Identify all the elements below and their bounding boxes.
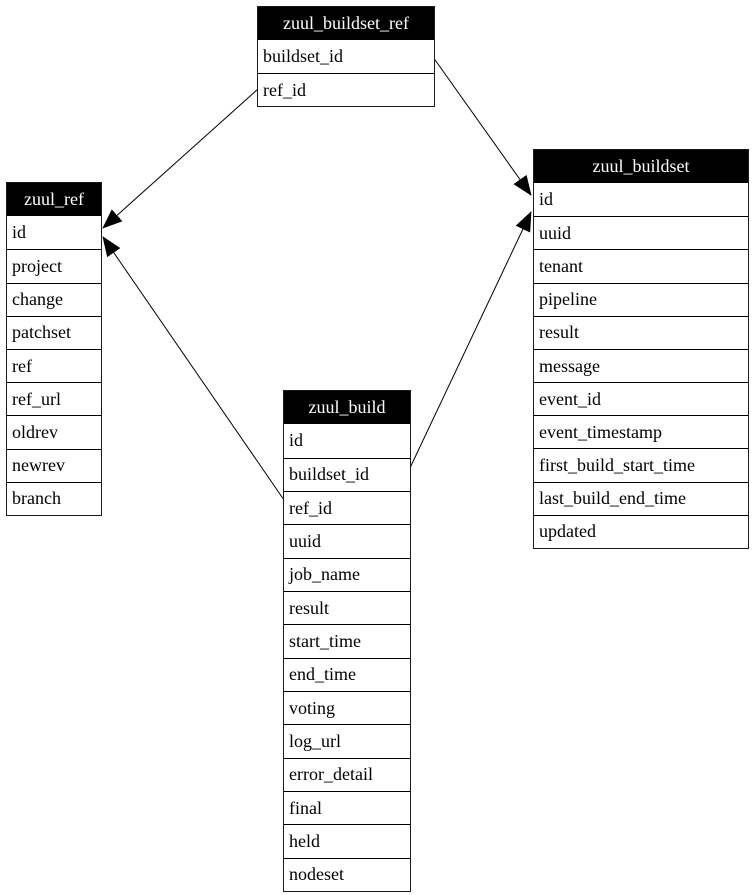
edge-build-to-buildset-arrow (408, 211, 532, 471)
table-row: newrev (7, 448, 101, 482)
table-row: result (534, 315, 748, 349)
table-row: result (284, 590, 410, 625)
table-header-zuul-buildset: zuul_buildset (534, 150, 748, 184)
table-row: message (534, 348, 748, 383)
table-row: project (7, 249, 101, 283)
table-row: held (284, 824, 410, 858)
edge-buildset-ref-to-ref-arrow (102, 88, 259, 229)
table-row: ref_id (284, 490, 410, 525)
table-row: tenant (534, 249, 748, 283)
table-row: first_build_start_time (534, 448, 748, 482)
table-zuul-ref: zuul_ref id project change patchset ref … (6, 182, 102, 516)
table-row: pipeline (534, 282, 748, 316)
table-row: event_timestamp (534, 415, 748, 449)
table-header-zuul-ref: zuul_ref (7, 183, 101, 217)
table-row: uuid (284, 524, 410, 558)
table-zuul-buildset: zuul_buildset id uuid tenant pipeline re… (533, 149, 749, 549)
table-row: id (7, 216, 101, 250)
table-header-zuul-buildset-ref: zuul_buildset_ref (258, 7, 434, 40)
table-row: end_time (284, 657, 410, 691)
table-header-zuul-build: zuul_build (284, 391, 410, 425)
table-row: nodeset (284, 857, 410, 891)
table-row: log_url (284, 724, 410, 758)
table-row: buildset_id (284, 457, 410, 491)
table-row: id (534, 183, 748, 217)
table-row: change (7, 282, 101, 316)
edge-build-to-ref-arrow (102, 236, 285, 501)
table-row: start_time (284, 624, 410, 658)
edge-buildset-ref-to-buildset-arrow (432, 56, 532, 196)
table-zuul-buildset-ref: zuul_buildset_ref buildset_id ref_id (257, 6, 435, 107)
table-row: event_id (534, 382, 748, 416)
table-row: error_detail (284, 757, 410, 791)
table-row: updated (534, 514, 748, 548)
table-row: ref (7, 348, 101, 383)
table-zuul-build: zuul_build id buildset_id ref_id uuid jo… (283, 390, 411, 892)
table-row: uuid (534, 216, 748, 250)
table-row: patchset (7, 315, 101, 349)
table-row: final (284, 790, 410, 825)
table-row: branch (7, 481, 101, 515)
table-row: voting (284, 690, 410, 725)
table-row: id (284, 424, 410, 458)
table-row: ref_url (7, 382, 101, 416)
table-row: ref_id (258, 73, 434, 106)
table-row: job_name (284, 557, 410, 591)
table-row: oldrev (7, 415, 101, 449)
table-row: buildset_id (258, 40, 434, 73)
table-row: last_build_end_time (534, 481, 748, 515)
